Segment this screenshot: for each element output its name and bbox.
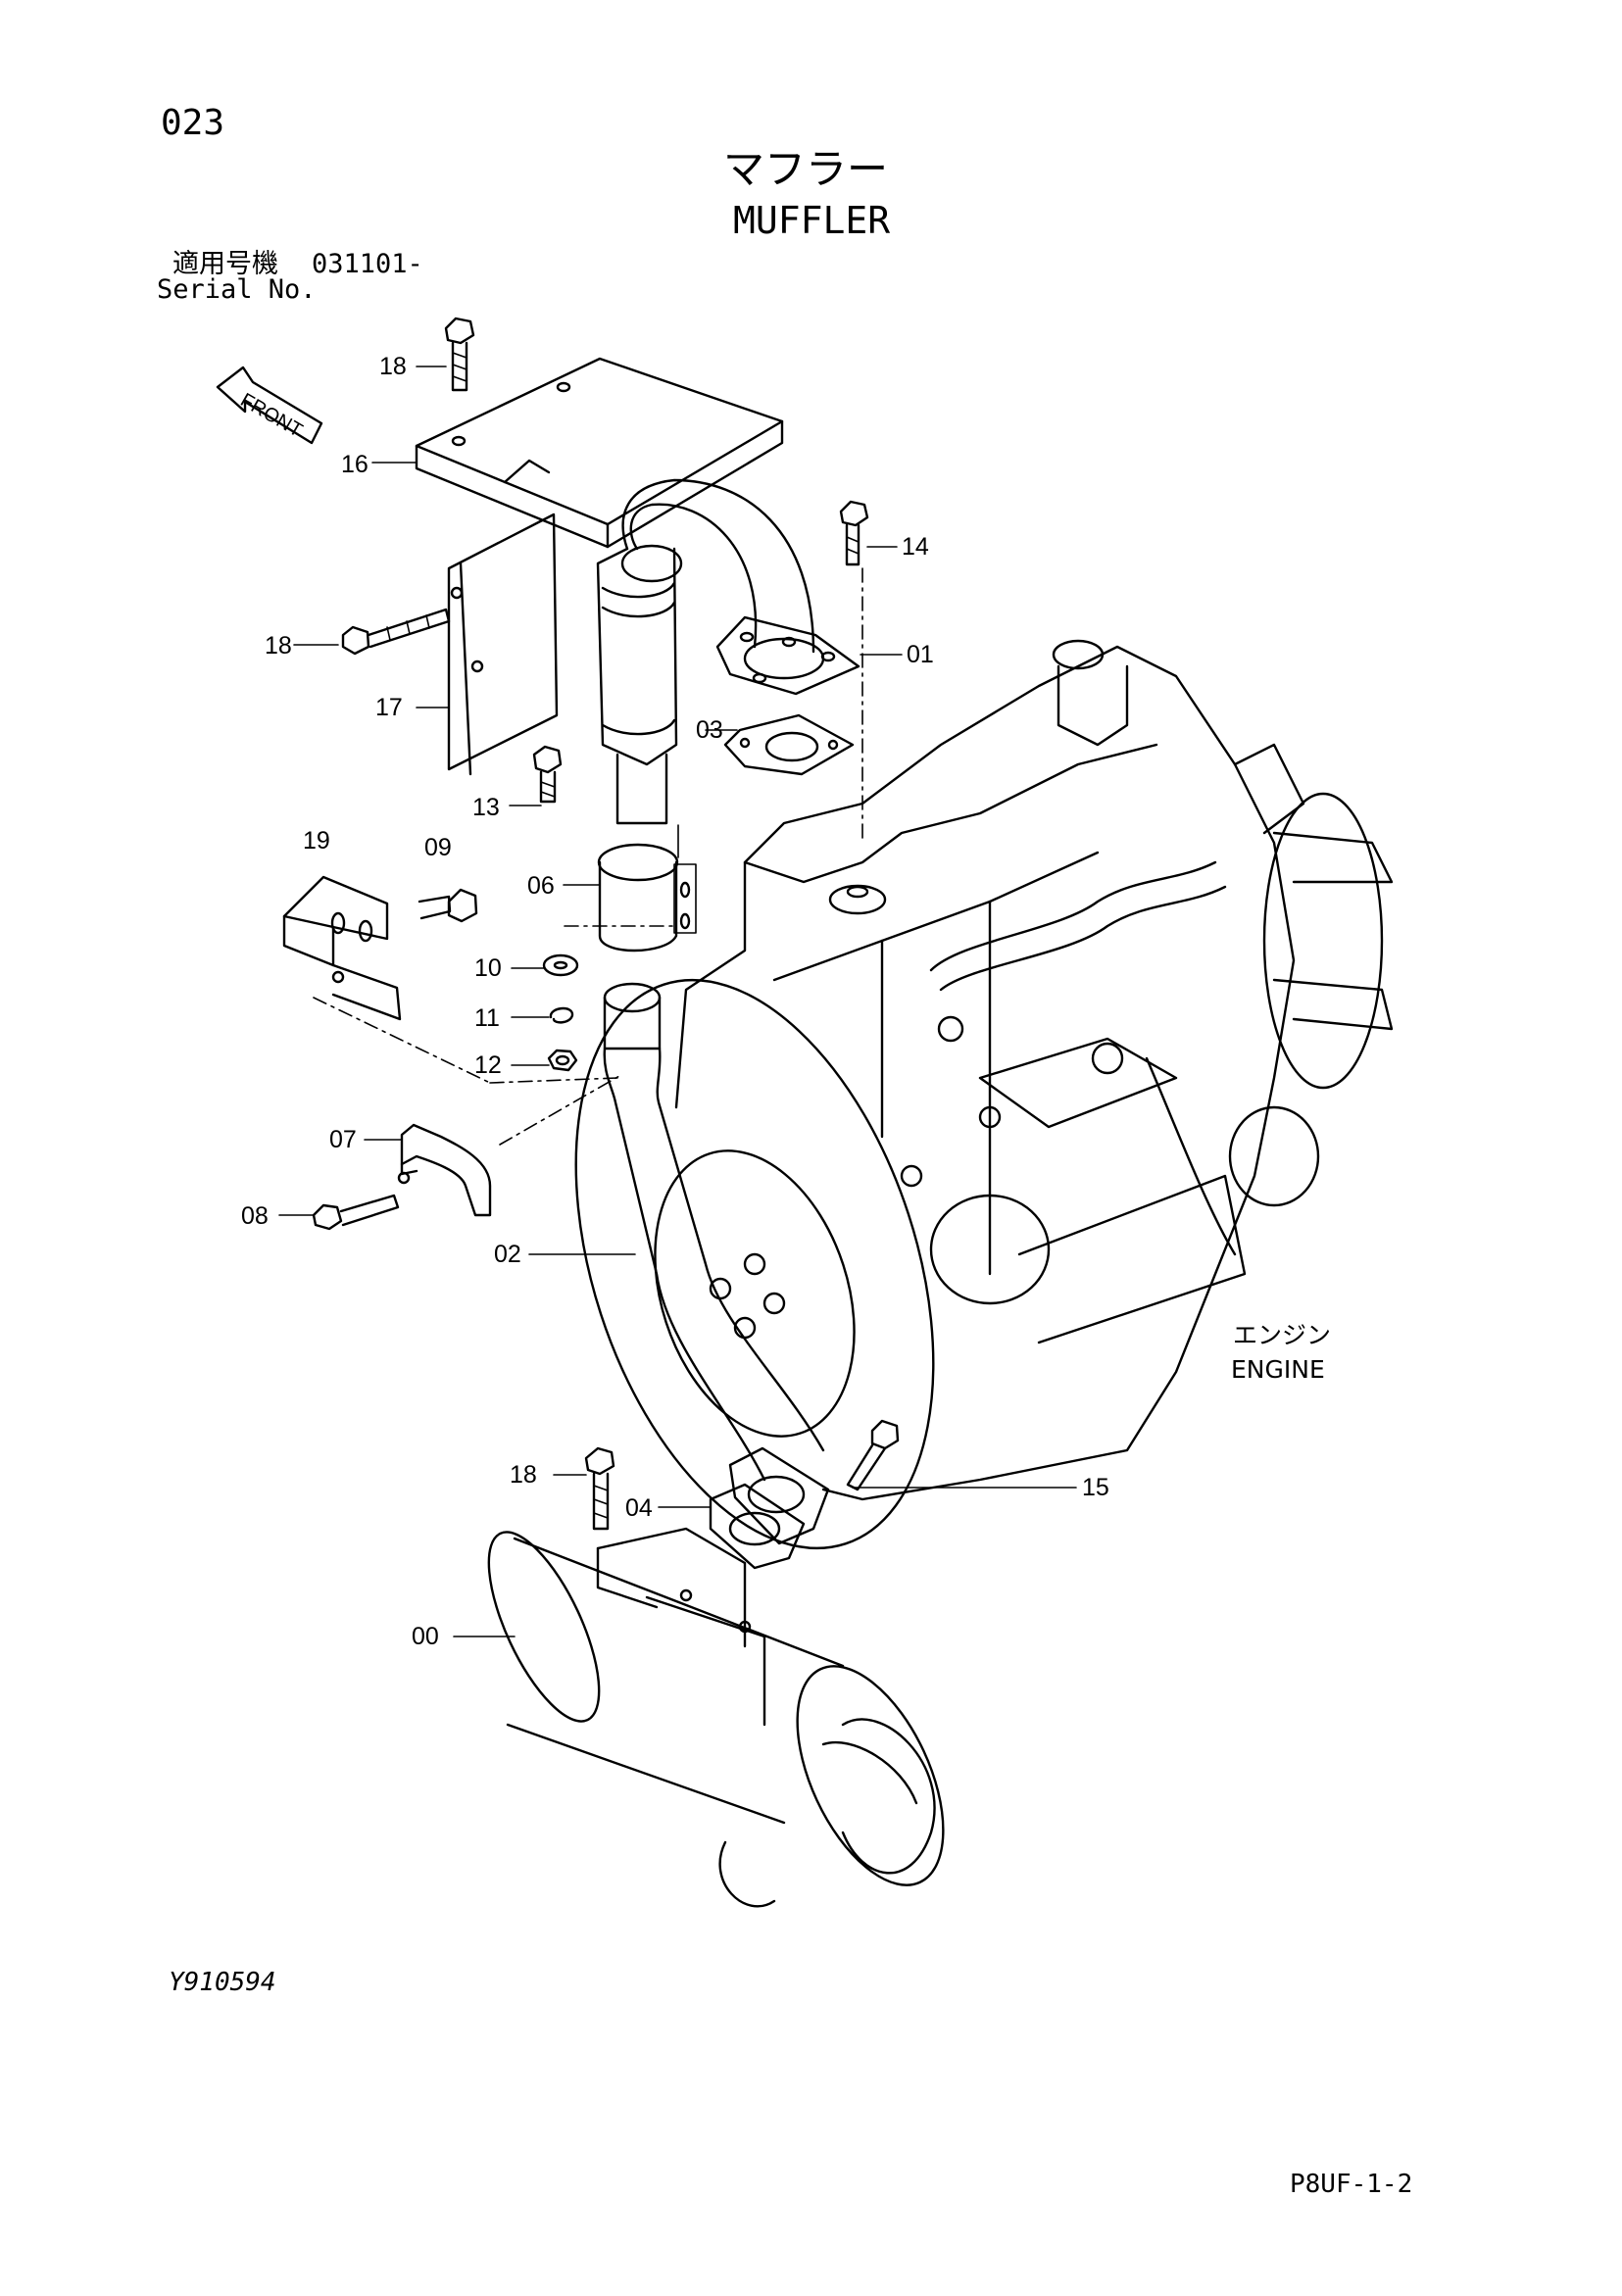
alignment-lines [313, 567, 863, 1146]
flange-15 [728, 1446, 830, 1545]
callout-16: 16 [341, 451, 369, 478]
callout-17: 17 [375, 694, 403, 721]
bolt-18-side [341, 608, 451, 656]
title-english: MUFFLER [733, 199, 891, 242]
exhaust-pipe-lower [603, 982, 825, 1482]
gasket-04 [709, 1483, 806, 1570]
title-japanese: マフラー [723, 145, 889, 193]
callout-18-side: 18 [265, 632, 292, 659]
bolt-13 [532, 745, 563, 804]
heat-shield-top [415, 357, 784, 549]
callout-15: 15 [1082, 1474, 1109, 1501]
page-code: P8UF-1-2 [1290, 2170, 1413, 2199]
callout-19: 19 [303, 827, 330, 855]
bracket-19 [282, 875, 402, 1021]
clamp-07 [397, 1123, 492, 1217]
callout-14: 14 [902, 533, 929, 561]
callout-01: 01 [907, 641, 934, 668]
engine-block [574, 639, 1394, 1550]
callout-06: 06 [527, 872, 555, 900]
bolt-15 [846, 1419, 900, 1491]
callout-08: 08 [241, 1202, 269, 1230]
callout-18-lower: 18 [510, 1461, 537, 1489]
bolt-18-lower [584, 1446, 615, 1531]
callout-09: 09 [424, 834, 452, 861]
engine-label-english: ENGINE [1231, 1355, 1325, 1384]
muffler-00 [487, 1527, 945, 1908]
bolt-14 [839, 500, 869, 566]
callout-07: 07 [329, 1126, 357, 1153]
bolt-18-top [444, 317, 475, 392]
gasket-03 [723, 713, 855, 776]
callout-04: 04 [625, 1494, 653, 1522]
serial-label-english: Serial No. [157, 274, 317, 305]
callout-10: 10 [474, 954, 502, 982]
leader-lines [278, 366, 1077, 1637]
nut-12 [547, 1049, 578, 1072]
front-arrow-label: FRONT [237, 389, 307, 441]
callout-18-top: 18 [379, 353, 407, 380]
serial-number-value: 031101- [312, 249, 423, 279]
bolt-08 [312, 1194, 400, 1231]
callout-13: 13 [472, 794, 500, 821]
callout-12: 12 [474, 1051, 502, 1079]
callout-02: 02 [494, 1241, 521, 1268]
page-number: 023 [161, 103, 225, 143]
callout-00: 00 [412, 1623, 439, 1650]
washer-10 [542, 953, 579, 977]
figure-id: Y910594 [169, 1968, 276, 1997]
front-arrow-icon: FRONT [216, 366, 323, 445]
bolt-09 [418, 888, 478, 923]
heat-shield-side [447, 513, 559, 776]
spring-washer-11 [549, 1006, 574, 1024]
pipe-clamp-06 [597, 824, 697, 953]
engine-label-japanese: エンジン [1233, 1321, 1332, 1349]
callout-11: 11 [474, 1004, 500, 1032]
serial-label-japanese: 適用号機 [172, 249, 278, 279]
callout-03: 03 [696, 716, 723, 744]
exhaust-pipe-upper [596, 478, 860, 825]
